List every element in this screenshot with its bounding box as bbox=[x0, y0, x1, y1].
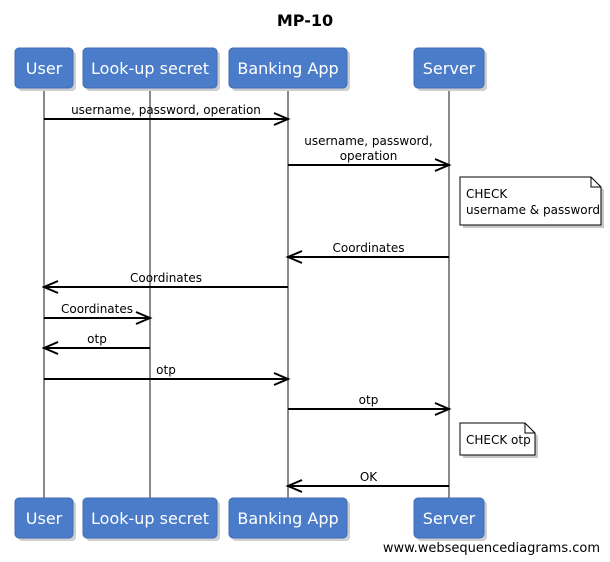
diagram-title: MP-10 bbox=[277, 11, 333, 30]
note-fold bbox=[524, 423, 535, 434]
arrowhead-icon bbox=[434, 402, 452, 416]
actors-bottom: User Look-up secret Banking App Server bbox=[14, 497, 487, 541]
note-fold bbox=[590, 177, 601, 188]
lifelines bbox=[43, 88, 450, 498]
message-label: username, password, bbox=[304, 134, 432, 148]
message-8: otp bbox=[288, 393, 452, 416]
participant-box bbox=[14, 497, 74, 539]
arrowhead-icon bbox=[434, 158, 452, 172]
participant-box bbox=[413, 47, 485, 89]
participant-bank-top: Banking App bbox=[228, 47, 350, 91]
arrowhead-icon bbox=[135, 311, 153, 325]
message-3: Coordinates bbox=[285, 241, 449, 264]
participant-label: Look-up secret bbox=[91, 59, 209, 78]
participant-box bbox=[14, 47, 74, 89]
message-5: Coordinates bbox=[44, 302, 153, 325]
note-text: CHECK bbox=[466, 187, 508, 201]
message-label: Coordinates bbox=[130, 271, 202, 285]
message-label: otp bbox=[156, 363, 176, 377]
note-box bbox=[459, 176, 602, 226]
note-2: CHECK username & password bbox=[459, 176, 604, 228]
note-text: username & password bbox=[466, 203, 600, 217]
message-label: otp bbox=[359, 393, 379, 407]
message-label: OK bbox=[360, 470, 378, 484]
participant-label: User bbox=[26, 59, 63, 78]
participant-box bbox=[228, 47, 348, 89]
participant-label: User bbox=[26, 509, 63, 528]
watermark-text: www.websequencediagrams.com bbox=[383, 541, 600, 556]
note-9: CHECK otp bbox=[459, 422, 538, 458]
participant-label: Server bbox=[423, 59, 476, 78]
message-label: otp bbox=[87, 332, 107, 346]
participant-box bbox=[228, 497, 348, 539]
arrowhead-icon bbox=[285, 479, 303, 493]
message-6: otp bbox=[41, 332, 150, 355]
note-box bbox=[459, 422, 536, 456]
note-text: CHECK otp bbox=[466, 433, 531, 447]
arrowhead-icon bbox=[41, 280, 59, 294]
participant-server-top: Server bbox=[413, 47, 487, 91]
participant-box bbox=[82, 497, 218, 539]
participant-label: Banking App bbox=[237, 59, 338, 78]
message-label: operation bbox=[340, 149, 398, 163]
participant-user-bottom: User bbox=[14, 497, 76, 541]
participant-lookup-bottom: Look-up secret bbox=[82, 497, 220, 541]
arrowhead-icon bbox=[285, 250, 303, 264]
participant-label: Look-up secret bbox=[91, 509, 209, 528]
message-4: Coordinates bbox=[41, 271, 288, 294]
message-label: Coordinates bbox=[332, 241, 404, 255]
participant-lookup-top: Look-up secret bbox=[82, 47, 220, 91]
message-label: username, password, operation bbox=[71, 103, 261, 117]
message-0: username, password, operation bbox=[44, 103, 291, 126]
arrowhead-icon bbox=[41, 341, 59, 355]
participant-server-bottom: Server bbox=[413, 497, 487, 541]
message-label: Coordinates bbox=[61, 302, 133, 316]
arrowhead-icon bbox=[273, 112, 291, 126]
actors-top: User Look-up secret Banking App Server bbox=[14, 47, 487, 91]
message-7: otp bbox=[44, 363, 291, 386]
participant-label: Server bbox=[423, 509, 476, 528]
arrowhead-icon bbox=[273, 372, 291, 386]
participant-user-top: User bbox=[14, 47, 76, 91]
participant-bank-bottom: Banking App bbox=[228, 497, 350, 541]
participant-box bbox=[413, 497, 485, 539]
message-1: username, password,operation bbox=[288, 134, 452, 172]
participant-box bbox=[82, 47, 218, 89]
participant-label: Banking App bbox=[237, 509, 338, 528]
message-10: OK bbox=[285, 470, 449, 493]
